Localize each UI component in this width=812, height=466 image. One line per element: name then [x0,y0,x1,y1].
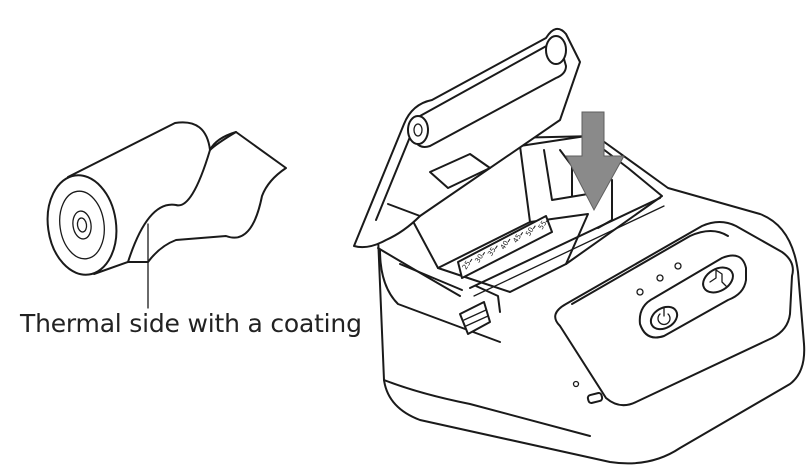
usb-port [586,392,604,404]
roll-core-hole [76,217,88,233]
scale-number: 35 [486,246,498,258]
indicator-light-2 [656,274,664,282]
scale-number: 25 [461,259,473,271]
scale-tick [494,245,498,249]
lid-clip [429,153,491,189]
paper-sheet [127,131,287,263]
scale-number: 55 [537,219,549,231]
paper-roll [46,121,287,309]
compartment-inner-back [543,149,601,201]
roll-bottom-edge [93,261,129,275]
base-line [383,379,591,437]
roller-end-cap [545,35,567,65]
tear-bar-teeth [473,205,665,297]
scale-number: 40 [499,239,511,251]
body-slot-line [399,263,463,291]
lid-lock-tab [475,285,501,313]
tear-bar [469,197,661,289]
roll-ring [59,190,105,260]
indicator-light-3 [674,262,682,270]
scale-tick [469,258,473,263]
power-icon [657,307,671,326]
insert-arrow [565,111,625,212]
feed-icon [709,269,727,287]
scale-tick [545,218,549,223]
indicator-light-1 [636,288,644,296]
side-latch-grip [463,309,489,327]
lid-hinge-line [387,203,421,217]
paper-width-scale [457,215,553,279]
roll-core [72,210,92,240]
scale-tick [507,238,511,243]
scale-number: 30 [474,253,486,265]
panel-highlight [571,230,729,305]
scale-number: 45 [512,233,524,245]
roller-gear [407,115,429,145]
roller-gear-hub [413,123,423,137]
scale-tick [520,232,524,236]
reset-hole [572,380,580,388]
power-button[interactable] [647,302,681,333]
coating-side-label: Thermal side with a coating [20,309,362,338]
body-side-line [379,249,501,343]
roll-top-edge [67,121,211,178]
compartment-inner-floor [529,213,589,265]
roll-end [46,174,118,276]
scale-tick [532,225,536,229]
scale-number: 50 [524,226,536,238]
power-button-body[interactable] [647,302,681,333]
scale-tick [482,252,486,256]
feed-button[interactable] [699,262,738,297]
sheet-curl [209,131,237,151]
